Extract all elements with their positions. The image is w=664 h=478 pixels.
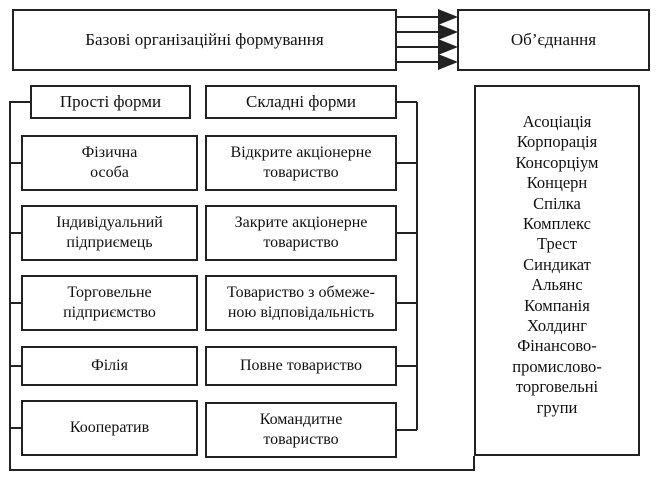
simple-form-item: Філія	[21, 346, 198, 386]
unions-list-box	[474, 85, 640, 456]
base-formations-label: Базові організаційні формування	[85, 30, 324, 49]
complex-form-item: Закрите акціонерне товариство	[205, 205, 397, 261]
union-type-item: Синдикат	[523, 254, 591, 274]
union-type-item: Консорціум	[515, 152, 599, 172]
complex-form-item: Товариство з обмеже- ною відповідальніст…	[205, 275, 397, 331]
union-type-item: Асоціація	[522, 112, 592, 131]
union-type-item: Холдинг	[527, 316, 587, 336]
union-type-item: промислово-	[512, 356, 602, 376]
simple-forms-header: Прості форми	[30, 85, 191, 119]
union-type-item: Спілка	[533, 193, 581, 213]
complex-forms-label: Складні форми	[246, 92, 356, 111]
union-type-item: Трест	[537, 234, 577, 254]
union-type-item: торговельні	[515, 377, 599, 397]
union-type-item: Альянс	[531, 275, 583, 295]
union-box: Об’єднання	[457, 9, 650, 71]
union-type-item: групи	[536, 397, 578, 417]
union-type-item: Фінансово-	[517, 336, 597, 356]
union-type-item: Комплекс	[523, 214, 591, 234]
complex-form-item: Відкрите акціонерне товариство	[205, 135, 397, 191]
simple-form-item: Кооператив	[21, 400, 198, 456]
union-type-item: Компанія	[524, 295, 590, 315]
simple-forms-label: Прості форми	[59, 92, 162, 111]
simple-form-item: Індивідуальний підприємець	[21, 205, 198, 261]
simple-form-item: Торговельне підприємство	[21, 275, 198, 331]
left-bus	[9, 101, 475, 471]
union-type-item: Концерн	[526, 173, 588, 193]
complex-form-item: Повне товариство	[205, 346, 397, 386]
unions-list: Асоціація Корпорація Консорціум Концерн …	[474, 112, 640, 418]
base-formations-box: Базові організаційні формування	[12, 9, 397, 71]
complex-form-item: Командитне товариство	[205, 402, 397, 458]
union-label: Об’єднання	[510, 30, 597, 49]
union-type-item: Корпорація	[516, 132, 598, 152]
complex-forms-header: Складні форми	[205, 85, 397, 119]
simple-form-item: Фізична особа	[21, 135, 198, 191]
